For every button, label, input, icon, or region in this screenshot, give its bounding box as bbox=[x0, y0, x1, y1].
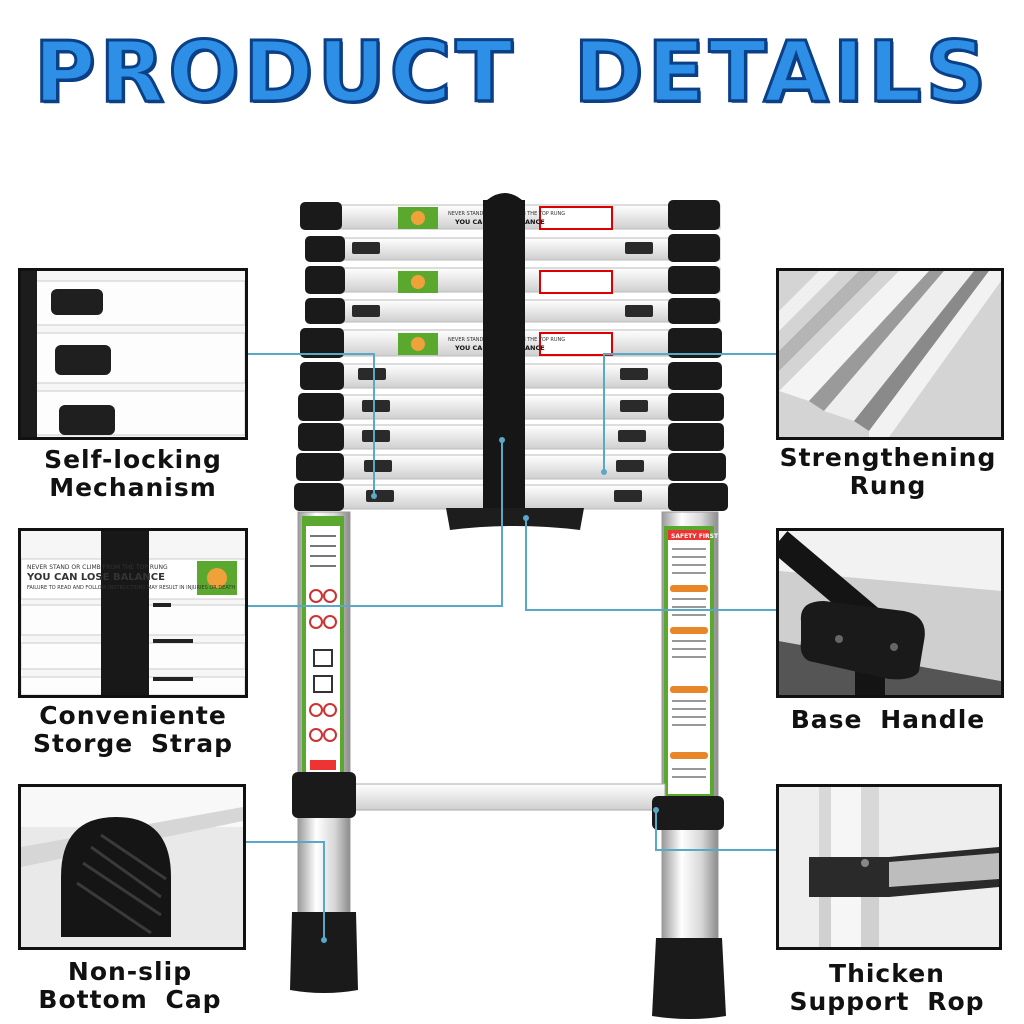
right-side-label: SAFETY FIRST bbox=[664, 526, 719, 798]
rung-stickers bbox=[398, 206, 613, 356]
lock-tabs bbox=[352, 242, 653, 502]
side-header: SAFETY FIRST bbox=[671, 533, 719, 540]
detail-panel-bottom-cap bbox=[18, 784, 246, 950]
detail-panel-strap: NEVER STAND OR CLIMB FROM THE TOP RUNG Y… bbox=[18, 528, 248, 698]
label-handle: Base Handle bbox=[790, 705, 986, 734]
detail-panel-rung bbox=[776, 268, 1004, 440]
base-handle bbox=[446, 508, 584, 530]
left-bottom-cap bbox=[290, 912, 358, 993]
left-side-label bbox=[302, 516, 344, 778]
lock-tab-icon bbox=[51, 289, 103, 315]
callout-lines bbox=[246, 353, 778, 940]
page-title: PRODUCT DETAILS bbox=[33, 23, 990, 121]
storage-strap bbox=[483, 200, 525, 518]
rung-grooves-icon bbox=[779, 271, 1001, 437]
bottom-cap-icon bbox=[61, 817, 171, 937]
support-rod bbox=[344, 783, 666, 811]
left-end-caps bbox=[294, 202, 345, 511]
detail-panel-support bbox=[776, 784, 1002, 950]
strap-icon bbox=[101, 531, 149, 695]
right-end-caps bbox=[668, 200, 728, 511]
detail-panel-handle bbox=[776, 528, 1004, 698]
handle-icon bbox=[800, 601, 925, 680]
right-bottom-cap bbox=[652, 938, 726, 1019]
detail-panel-self-locking bbox=[18, 268, 248, 440]
